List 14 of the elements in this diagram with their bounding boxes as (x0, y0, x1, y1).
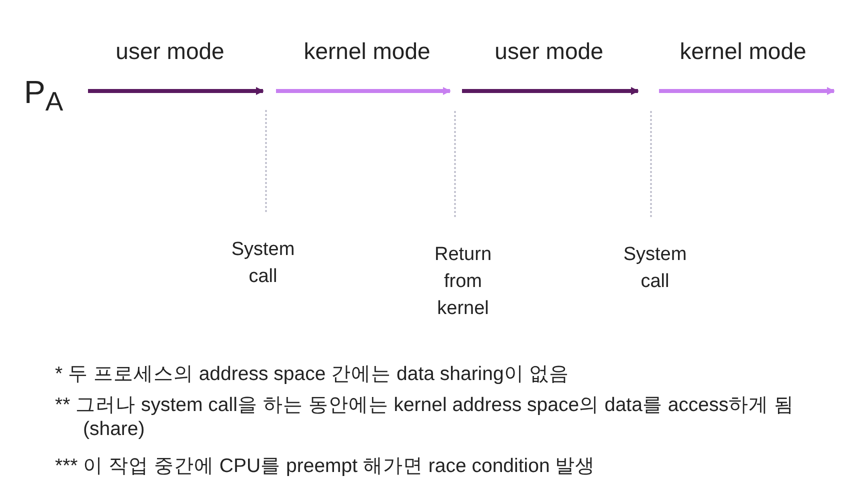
note-text: *** 이 작업 중간에 CPU를 preempt 해가면 race condition 발생 (55, 454, 596, 479)
note-text: ** 그러나 system call을 하는 동안에는 kernel address space의 data를 access하게 됨 (share) (55, 393, 795, 441)
event-label: Return from kernel (423, 241, 503, 322)
event-label: System call (218, 236, 308, 290)
note-text: * 두 프로세스의 address space 간에는 data sharing이 없음 (55, 362, 570, 387)
mode-label: kernel mode (302, 38, 432, 65)
event-label: System call (610, 241, 700, 295)
process-label: P$_{A}$ (24, 74, 64, 118)
leader-line (265, 110, 267, 212)
leader-line (454, 110, 456, 217)
mode-label: user mode (114, 38, 226, 65)
mode-label: kernel mode (678, 38, 808, 65)
mode-label: user mode (494, 38, 604, 65)
leader-line (650, 110, 652, 217)
